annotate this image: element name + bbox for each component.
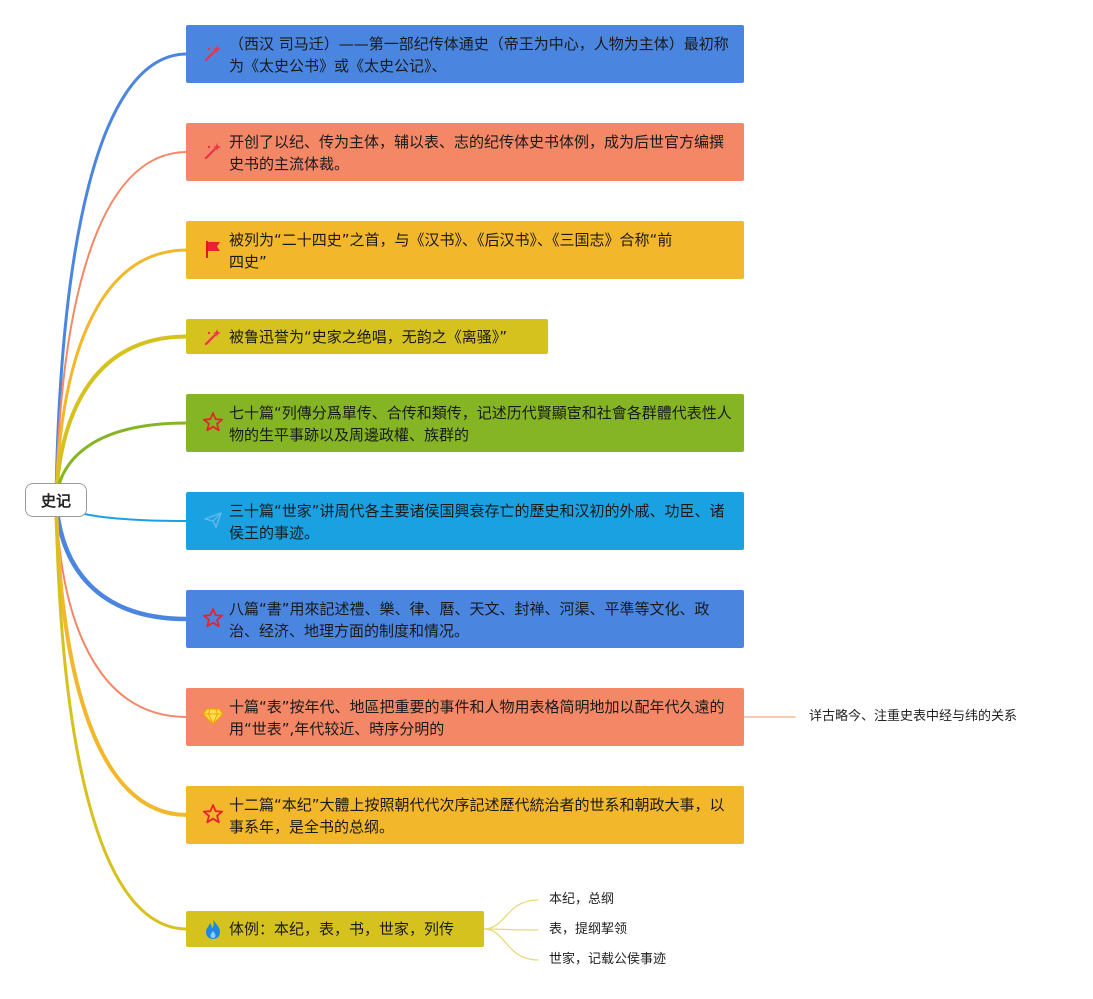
topic-twenty-four-histories[interactable]: 被列为“二十四史”之首，与《汉书》、《后汉书》、《三国志》合称“前四史” — [186, 221, 744, 279]
magic-wand-icon — [201, 325, 225, 349]
topic-eight-treatises[interactable]: 八篇“書”用來記述禮、樂、律、曆、天文、封禅、河渠、平準等文化、政治、经济、地理… — [186, 590, 744, 648]
subtopic-annals-summary[interactable]: 本纪，总纲 — [549, 891, 614, 909]
topic-text: 体例：本纪，表，书，世家，列传 — [229, 920, 455, 938]
topic-text: 七十篇“列傳分爲單传、合传和類传，记述历代賢顯宦和社會各群體代表性人物的生平事跡… — [229, 404, 732, 444]
star-icon — [201, 802, 225, 826]
branch-connector — [54, 248, 189, 502]
flame-icon — [201, 917, 225, 941]
topic-author-origin[interactable]: （西汉 司马迁）——第一部纪传体通史（帝王为中心，人物为主体）最初称为《太史公书… — [186, 25, 744, 83]
magic-wand-icon — [201, 139, 225, 163]
root-topic[interactable]: 史记 — [25, 483, 87, 517]
root-topic-label: 史记 — [40, 491, 71, 510]
subtopic-label: 世家，记载公侯事迹 — [549, 952, 667, 967]
topic-style-format[interactable]: 体例：本纪，表，书，世家，列传 — [186, 911, 484, 947]
paper-plane-icon — [201, 508, 225, 532]
magic-wand-icon — [201, 41, 225, 65]
branch-connector — [54, 498, 189, 817]
topic-text: 十篇“表”按年代、地區把重要的事件和人物用表格简明地加以配年代久遠的用“世表”,… — [229, 698, 725, 738]
subtopic-tables-summary[interactable]: 表，提纲挈领 — [549, 921, 627, 939]
topic-text: 三十篇“世家”讲周代各主要诸侯国興衰存亡的歷史和汉初的外戚、功臣、诸侯王的事迹。 — [229, 502, 725, 542]
topic-seventy-biographies[interactable]: 七十篇“列傳分爲單传、合传和類传，记述历代賢顯宦和社會各群體代表性人物的生平事跡… — [186, 394, 744, 452]
topic-twelve-annals[interactable]: 十二篇“本纪”大體上按照朝代代次序記述歷代統治者的世系和朝政大事，以事系年，是全… — [186, 786, 744, 844]
star-icon — [201, 410, 225, 434]
topic-thirty-hereditary-houses[interactable]: 三十篇“世家”讲周代各主要诸侯国興衰存亡的歷史和汉初的外戚、功臣、诸侯王的事迹。 — [186, 492, 744, 550]
topic-text: 十二篇“本纪”大體上按照朝代代次序記述歷代統治者的世系和朝政大事，以事系年，是全… — [229, 796, 725, 836]
subtopic-label: 表，提纲挈领 — [549, 922, 628, 937]
topic-genre-founder[interactable]: 开创了以纪、传为主体，辅以表、志的纪传体史书体例，成为后世官方编撰史书的主流体裁… — [186, 123, 744, 181]
topic-text: 被鲁迅誉为“史家之绝唱，无韵之《离骚》” — [229, 328, 508, 346]
subtopic-table-note[interactable]: 详古略今、注重史表中经与纬的关系 — [809, 708, 1017, 726]
topic-text: 被列为“二十四史”之首，与《汉书》、《后汉书》、《三国志》合称“前四史” — [229, 231, 673, 271]
subtopic-houses-summary[interactable]: 世家，记载公侯事迹 — [549, 951, 666, 969]
subtopic-connector — [483, 928, 539, 931]
subtopic-connector — [483, 899, 539, 930]
subtopic-label: 详古略今、注重史表中经与纬的关系 — [809, 709, 1018, 724]
branch-connector — [55, 151, 188, 501]
star-icon — [201, 606, 225, 630]
topic-text: 八篇“書”用來記述禮、樂、律、曆、天文、封禅、河渠、平準等文化、政治、经济、地理… — [229, 600, 710, 640]
topic-lu-xun-praise[interactable]: 被鲁迅誉为“史家之绝唱，无韵之《离骚》” — [186, 319, 548, 354]
diamond-icon — [201, 704, 225, 728]
topic-ten-tables[interactable]: 十篇“表”按年代、地區把重要的事件和人物用表格简明地加以配年代久遠的用“世表”,… — [186, 688, 744, 746]
topic-text: 开创了以纪、传为主体，辅以表、志的纪传体史书体例，成为后世官方编撰史书的主流体裁… — [229, 133, 725, 173]
branch-connector — [54, 334, 189, 502]
subtopic-label: 本纪，总纲 — [549, 892, 615, 907]
branch-connector — [53, 497, 190, 622]
topic-text: （西汉 司马迁）——第一部纪传体通史（帝王为中心，人物为主体）最初称为《太史公书… — [229, 35, 729, 75]
subtopic-connector — [483, 928, 539, 961]
branch-connector — [54, 52, 189, 502]
branch-connector — [54, 498, 189, 931]
flag-icon — [201, 237, 225, 261]
